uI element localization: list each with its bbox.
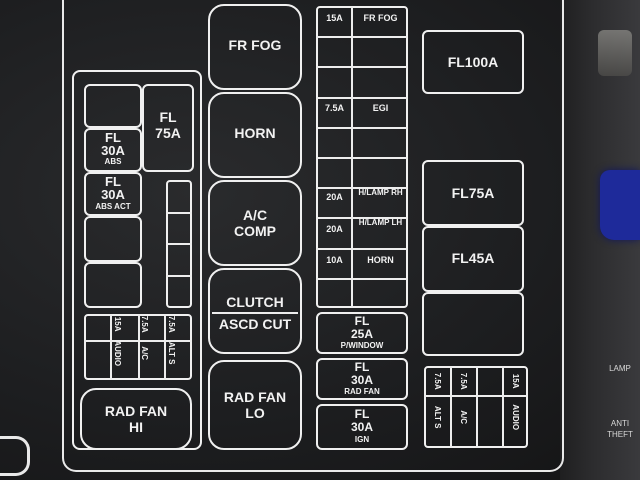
fl30absact-line3: ABS ACT — [84, 203, 142, 211]
left-mini-label-1: AUDIO — [113, 340, 121, 366]
fl25-line2: 25A — [316, 328, 408, 341]
right-mini-label-2: A/C — [459, 404, 467, 430]
fuse-row-divider — [316, 248, 408, 250]
fuse-slot-empty — [84, 262, 142, 308]
side-label-anti: ANTI — [600, 420, 640, 429]
fr-fog-text: FR FOG — [208, 38, 302, 53]
fuse-row-divider — [316, 217, 408, 219]
fuse-row-divider — [316, 157, 408, 159]
fl75-line2: 75A — [142, 126, 194, 141]
right-mini-label-1: ALT S — [433, 404, 441, 430]
fuse-label-4: EGI — [353, 104, 408, 113]
clutch-line2: ASCD CUT — [208, 317, 302, 332]
fl30abs-line2: 30A — [84, 144, 142, 158]
fuse-amps-7: 20A — [318, 193, 351, 202]
radfan-hi-line1: RAD FAN — [80, 404, 192, 419]
horn-text: HORN — [208, 126, 302, 141]
ac-comp-line1: A/C — [208, 208, 302, 223]
partial-letter-mark — [0, 436, 30, 476]
fuse-row-divider — [316, 187, 408, 189]
left-mini-amps-3: 7.5A — [167, 311, 175, 337]
left-mini-label-3: ALT S — [167, 340, 175, 366]
fuse-row-divider — [316, 278, 408, 280]
fl45-text: FL45A — [422, 251, 524, 266]
fuse-amps-8: 20A — [318, 225, 351, 234]
fl30ign-line3: IGN — [316, 436, 408, 444]
right-mini-amps-1: 7.5A — [433, 368, 441, 394]
fuse-label-8: H/LAMP LH — [353, 219, 408, 227]
fl75-line1: FL — [142, 110, 194, 125]
fuse-label-9: HORN — [353, 256, 408, 265]
fuse-amps-9: 10A — [318, 256, 351, 265]
right-mini-amps-2: 7.5A — [459, 368, 467, 394]
fuse-slot-empty — [422, 292, 524, 356]
fl30absact-line2: 30A — [84, 188, 142, 202]
left-mini-label-2: A/C — [140, 340, 148, 366]
fuse-label-7: H/LAMP RH — [353, 189, 408, 197]
radfan-hi-line2: HI — [80, 420, 192, 435]
fuse-slot-empty — [84, 216, 142, 262]
fl25-line1: FL — [316, 315, 408, 328]
side-label-theft: THEFT — [600, 431, 640, 440]
fuse-row-divider — [316, 66, 408, 68]
fl30ign-line1: FL — [316, 408, 408, 421]
fuse-row-divider — [316, 36, 408, 38]
fuse-amps-1: 15A — [318, 14, 351, 23]
fl30abs-line3: ABS — [84, 158, 142, 166]
relay-clutch-ascd — [208, 268, 302, 354]
fl75-right-text: FL75A — [422, 186, 524, 201]
side-label-lamp: LAMP — [600, 365, 640, 374]
fuse-amps-4: 7.5A — [318, 104, 351, 113]
fl30rad-line2: 30A — [316, 374, 408, 387]
screw-head — [598, 30, 632, 76]
fuse-row-divider — [316, 127, 408, 129]
right-mini-amps-4: 15A — [511, 368, 519, 394]
left-mini-amps-1: 15A — [113, 311, 121, 337]
clutch-line1: CLUTCH — [208, 295, 302, 310]
fuse-label-1: FR FOG — [353, 14, 408, 23]
right-mini-label-4: AUDIO — [511, 404, 519, 430]
fl100-text: FL100A — [422, 55, 524, 70]
ac-comp-line2: COMP — [208, 224, 302, 239]
fl25-line3: P/WINDOW — [316, 342, 408, 350]
fuse-slot-empty — [84, 84, 142, 128]
radfan-lo-line2: LO — [208, 406, 302, 421]
fl30rad-line1: FL — [316, 361, 408, 374]
left-mini-amps-2: 7.5A — [140, 311, 148, 337]
fl30rad-line3: RAD FAN — [316, 388, 408, 396]
blue-component — [600, 170, 640, 240]
fl30ign-line2: 30A — [316, 421, 408, 434]
radfan-lo-line1: RAD FAN — [208, 390, 302, 405]
fuse-row-divider — [316, 97, 408, 99]
